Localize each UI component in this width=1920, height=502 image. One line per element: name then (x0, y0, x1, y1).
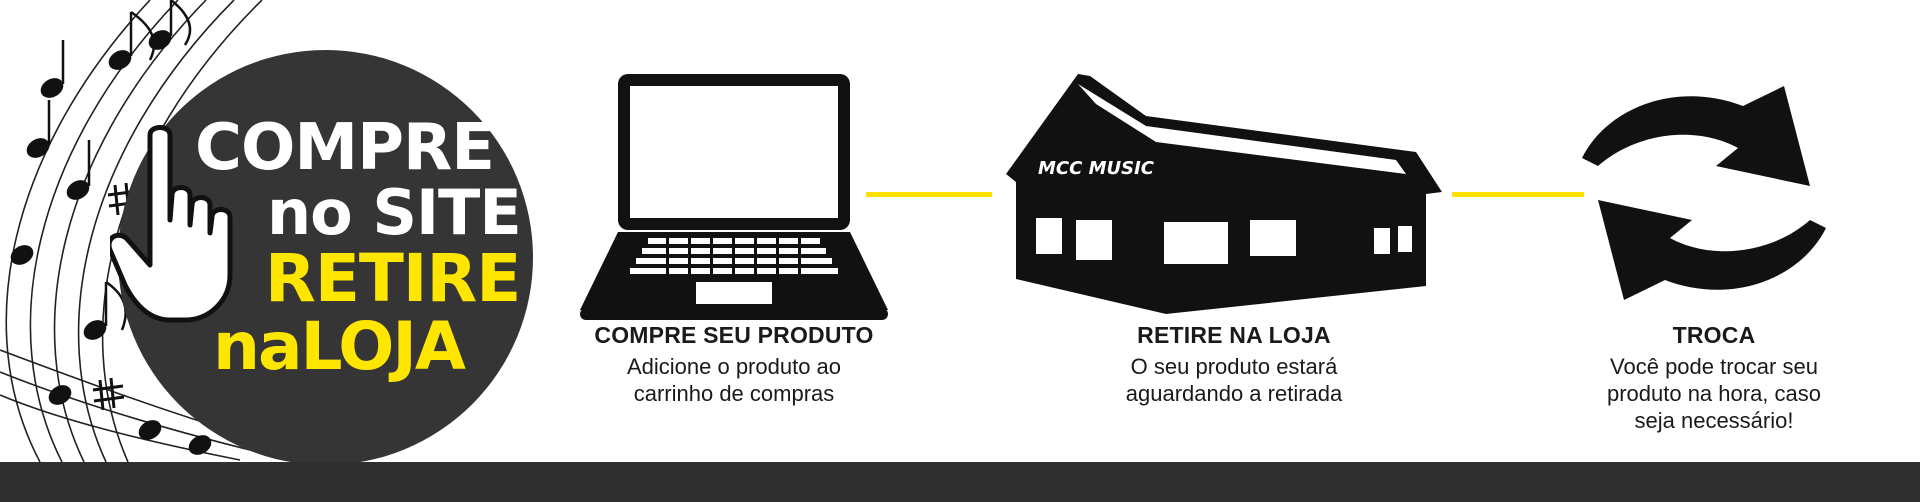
step-title: TROCA (1672, 322, 1756, 348)
connector-line (1452, 192, 1584, 197)
promo-line-compre: COMPRE (195, 111, 495, 185)
laptop-icon (580, 74, 888, 320)
step-desc-line: O seu produto estará (1130, 354, 1338, 379)
step-compre: COMPRE SEU PRODUTO Adicione o produto ao… (570, 322, 898, 407)
refresh-arrows-icon (1582, 86, 1826, 300)
promo-line-retire: RETIRE (265, 240, 521, 317)
step-desc-line: seja necessário! (1634, 408, 1794, 433)
step-retire: RETIRE NA LOJA O seu produto estará agua… (1070, 322, 1398, 407)
store-logo: MCC MUSIC (1038, 158, 1155, 179)
step-desc-line: Adicione o produto ao (626, 354, 842, 379)
step-troca: TROCA Você pode trocar seu produto na ho… (1550, 322, 1878, 434)
promo-line-no-site: no SITE (267, 176, 522, 249)
footer-bar (0, 462, 1920, 502)
music-staff-decoration (0, 0, 263, 462)
promo-line-na-loja: naLOJA (213, 308, 466, 385)
step-desc-line: aguardando a retirada (1125, 381, 1343, 406)
pointing-hand-icon (110, 125, 233, 323)
promo-text: COMPRE no SITE RETIRE naLOJA (195, 116, 525, 380)
step-desc-line: produto na hora, caso (1606, 381, 1822, 406)
store-building-icon: MCC MUSIC (1006, 74, 1442, 314)
step-title: COMPRE SEU PRODUTO (594, 322, 874, 348)
step-desc-line: Você pode trocar seu (1610, 354, 1818, 379)
connector-line (866, 192, 992, 197)
step-title: RETIRE NA LOJA (1137, 322, 1331, 348)
step-desc-line: carrinho de compras (633, 381, 835, 406)
